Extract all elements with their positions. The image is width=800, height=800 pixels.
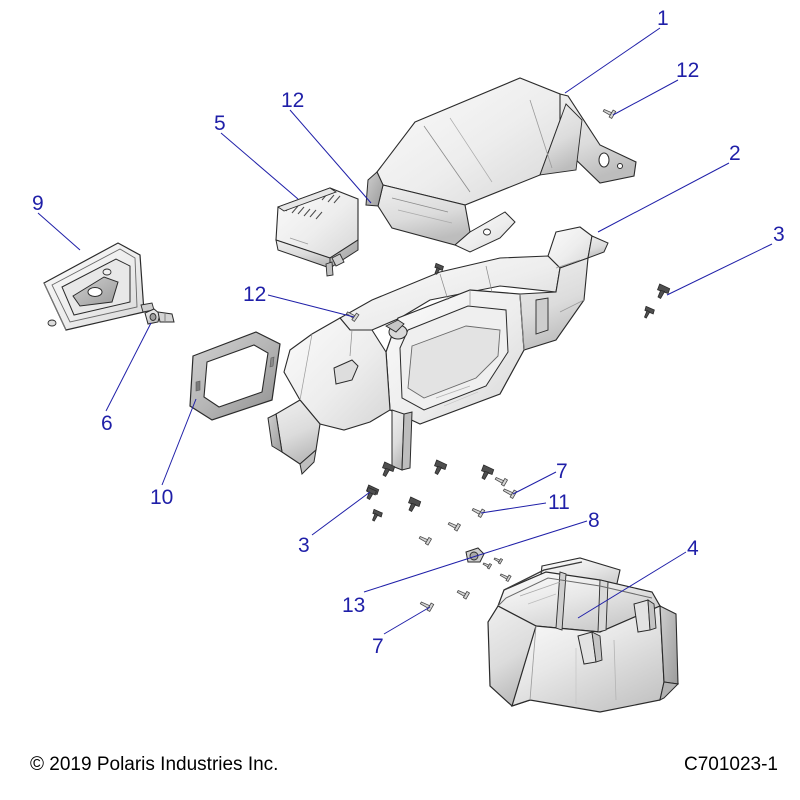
leader-line-3 (666, 243, 773, 296)
callout-number-5: 5 (214, 112, 226, 135)
callout-number-1: 1 (657, 7, 669, 30)
leader-line-13 (363, 556, 474, 593)
part-10-dash-bezel-trim (189, 331, 281, 421)
leader-line-7 (512, 471, 557, 495)
callout-number-12: 12 (676, 59, 700, 82)
leader-line-10 (161, 398, 197, 486)
part-4-glove-box-bin (487, 557, 680, 713)
callout-number-10: 10 (150, 486, 174, 509)
callout-number-13: 13 (342, 594, 366, 617)
leader-line-2 (597, 162, 730, 233)
leader-line-3 (311, 491, 371, 536)
copyright-text: © 2019 Polaris Industries Inc. (30, 754, 279, 775)
leader-line-11 (480, 502, 547, 514)
part-6-latch-striker (144, 308, 175, 325)
callout-number-8: 8 (588, 509, 600, 532)
callout-leader-lines (37, 27, 773, 635)
part-2-dash-panel-main (267, 226, 609, 476)
leader-line-9 (37, 212, 81, 251)
leader-line-12 (289, 109, 372, 204)
callout-number-3: 3 (773, 223, 785, 246)
callout-number-12: 12 (281, 89, 305, 112)
part-code-text: C701023-1 (683, 754, 778, 775)
callout-number-9: 9 (32, 192, 44, 215)
callout-number-2: 2 (729, 142, 741, 165)
leader-line-7 (383, 606, 431, 635)
callout-number-11: 11 (548, 491, 570, 514)
leader-line-12 (612, 79, 679, 116)
part-1-glove-box-cover (365, 77, 637, 253)
leader-line-1 (564, 27, 661, 94)
leader-line-12 (267, 294, 355, 318)
fastener-group-screws (345, 108, 617, 613)
fastener-group-rivets (366, 262, 671, 522)
callout-number-4: 4 (687, 537, 699, 560)
callout-number-7: 7 (556, 460, 568, 483)
callout-number-3: 3 (298, 534, 310, 557)
leader-line-4 (577, 551, 687, 619)
leader-line-6 (105, 322, 152, 412)
callout-number-12: 12 (243, 283, 267, 306)
part-9-glove-box-door (43, 242, 155, 331)
part-5-vent-grille-housing (275, 187, 359, 277)
leader-line-5 (220, 132, 299, 200)
callout-number-7: 7 (372, 635, 384, 658)
leader-line-8 (472, 520, 588, 558)
callout-number-6: 6 (101, 412, 113, 435)
footer: © 2019 Polaris Industries Inc. C701023-1 (0, 740, 800, 800)
part-13-clip-retainer (465, 547, 485, 563)
